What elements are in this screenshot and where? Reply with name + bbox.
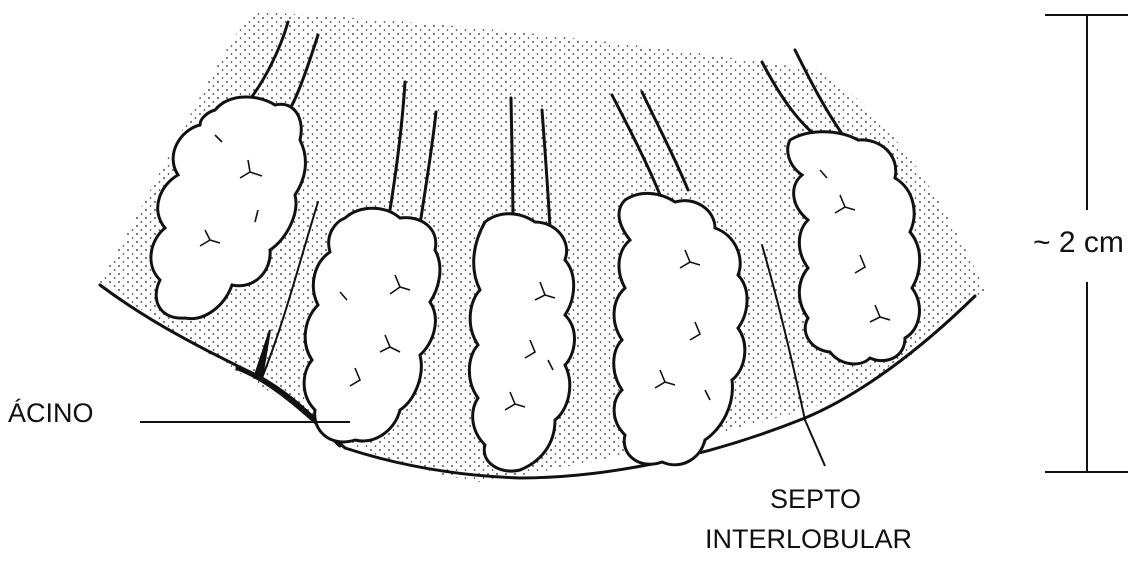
- septum-leader-line: [805, 420, 825, 466]
- acinus-label: ÁCINO: [8, 398, 94, 428]
- septum-label-line2: INTERLOBULAR: [705, 524, 912, 554]
- scale-label: ~ 2 cm: [1033, 226, 1124, 259]
- septum-label-line1: SEPTO: [770, 484, 861, 514]
